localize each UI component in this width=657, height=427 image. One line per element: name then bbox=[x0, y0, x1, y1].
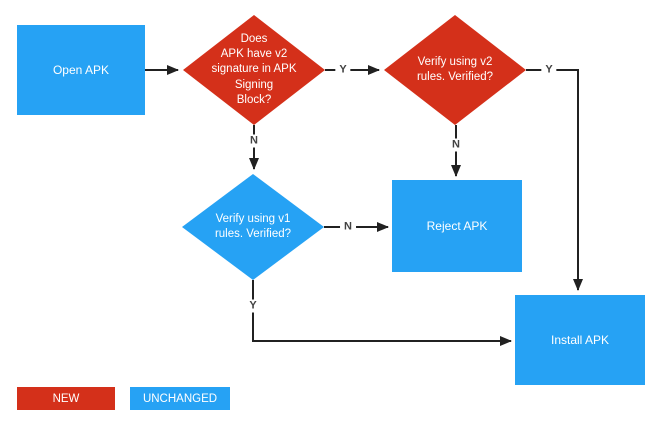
node-decision-verify-v1-label: Verify using v1 rules. Verified? bbox=[214, 212, 292, 240]
edge-label-d3-no: N bbox=[340, 220, 356, 234]
node-decision-verify-v2-label: Verify using v2 rules. Verified? bbox=[416, 55, 494, 83]
node-install-apk-label: Install APK bbox=[550, 333, 610, 347]
node-install-apk: Install APK bbox=[515, 295, 645, 385]
edge-label-d2-yes: Y bbox=[541, 63, 557, 77]
legend-item-unchanged-label: UNCHANGED bbox=[142, 392, 218, 405]
legend-item-unchanged: UNCHANGED bbox=[130, 387, 230, 410]
node-decision-has-v2-signature-label: Does APK have v2 signature in APK Signin… bbox=[211, 33, 297, 106]
legend-item-new-label: NEW bbox=[52, 392, 80, 405]
node-reject-apk: Reject APK bbox=[392, 180, 522, 272]
edge-label-d1-no: N bbox=[246, 134, 262, 148]
legend-item-new: NEW bbox=[17, 387, 115, 410]
node-open-apk-label: Open APK bbox=[52, 63, 110, 77]
edge-label-d2-no: N bbox=[448, 138, 464, 152]
node-open-apk: Open APK bbox=[17, 25, 145, 115]
edge-d3-yes-to-install bbox=[252, 280, 512, 346]
edge-label-d1-yes: Y bbox=[335, 63, 351, 77]
edge-label-d3-yes: Y bbox=[245, 299, 261, 313]
edge-d2-yes-to-install bbox=[526, 69, 583, 291]
node-reject-apk-label: Reject APK bbox=[426, 219, 488, 233]
